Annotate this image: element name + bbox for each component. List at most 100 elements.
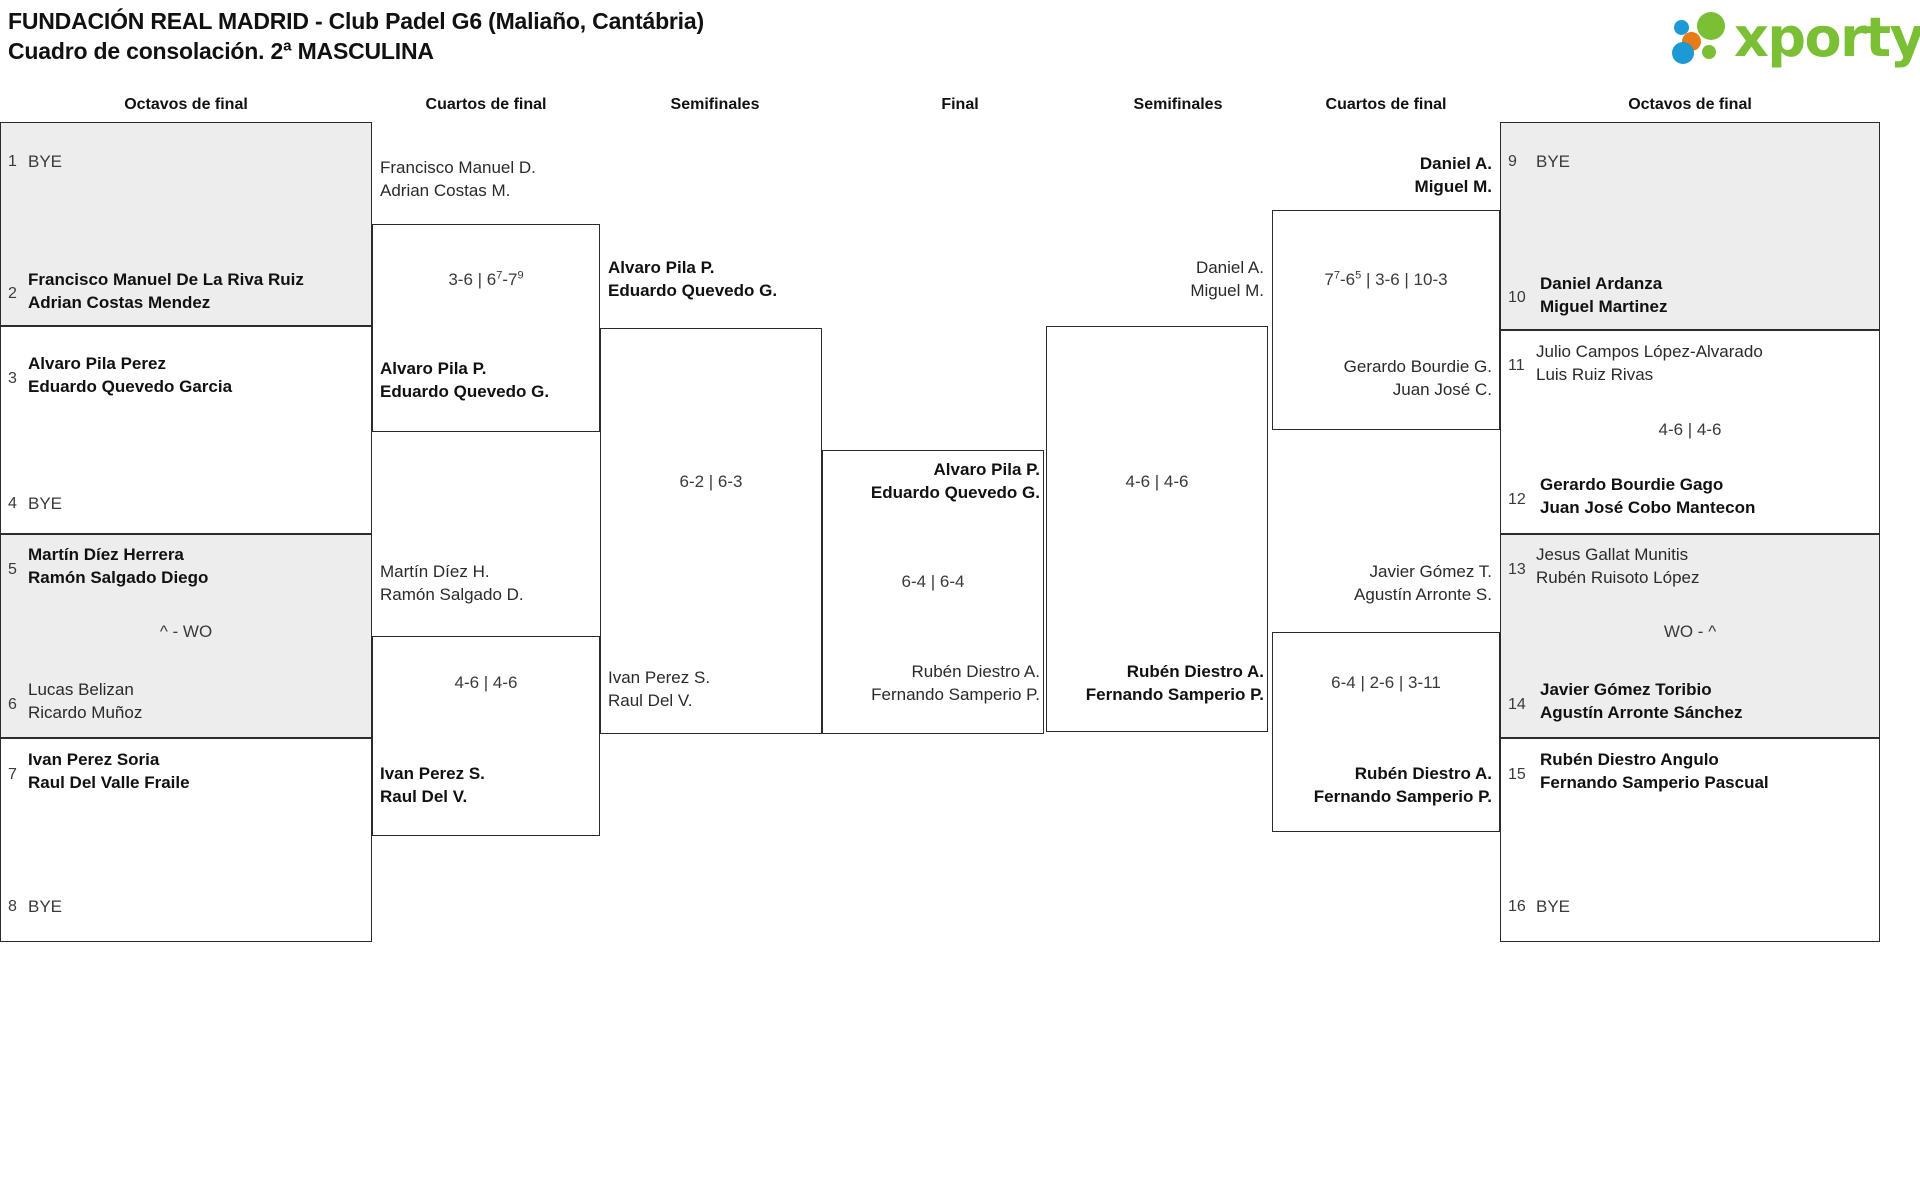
left-r16-player-6-line2: Ricardo Muñoz bbox=[28, 703, 143, 722]
right-qf-match-1[interactable] bbox=[1272, 210, 1500, 430]
left-qf-player-1-line1: Francisco Manuel D. bbox=[380, 158, 536, 177]
final-score: 6-4 | 6-4 bbox=[901, 572, 965, 591]
right-r16-match-2[interactable] bbox=[1500, 330, 1880, 534]
final-match[interactable] bbox=[822, 450, 1044, 734]
column-header-right-semifinals: Semifinales bbox=[1133, 96, 1223, 113]
column-header-final: Final bbox=[941, 96, 979, 113]
xporty-logo: xporty bbox=[1672, 6, 1920, 69]
left-r16-player-3-line2: Eduardo Quevedo Garcia bbox=[28, 377, 233, 396]
right-r16-seed-16: 16 bbox=[1508, 898, 1526, 915]
left-sf-player-1-line2: Eduardo Quevedo G. bbox=[608, 281, 778, 300]
left-r16-player-3-line1: Alvaro Pila Perez bbox=[28, 354, 166, 373]
left-qf-match-1[interactable] bbox=[372, 224, 600, 432]
score-seg: 77 bbox=[1324, 269, 1340, 289]
score-seg: -79 bbox=[502, 269, 524, 289]
right-r16-seed-15: 15 bbox=[1508, 766, 1526, 783]
column-header-right-round16: Octavos de final bbox=[1628, 96, 1752, 113]
right-r16-match-3[interactable] bbox=[1500, 534, 1880, 738]
left-qf-player-3-line2: Ramón Salgado D. bbox=[380, 585, 524, 604]
right-qf-match-2[interactable] bbox=[1272, 632, 1500, 832]
left-r16-score-3: ^ - WO bbox=[159, 622, 213, 641]
right-sf-score: 4-6 | 4-6 bbox=[1125, 472, 1189, 491]
score-seg: | 3-6 | 10-3 bbox=[1361, 270, 1448, 289]
score-seg: 3-6 bbox=[448, 270, 473, 289]
right-r16-seed-11: 11 bbox=[1508, 357, 1525, 374]
left-r16-seed-4: 4 bbox=[8, 495, 17, 512]
left-qf-player-4-line2: Raul Del V. bbox=[380, 787, 468, 806]
column-header-right-quarterfinals: Cuartos de final bbox=[1325, 96, 1447, 113]
left-r16-match-2[interactable] bbox=[0, 326, 372, 534]
left-r16-seed-6: 6 bbox=[8, 696, 17, 713]
right-sf-player-1-line2: Miguel M. bbox=[1190, 281, 1264, 300]
right-sf-player-1-line1: Daniel A. bbox=[1195, 258, 1264, 277]
right-r16-player-14-line1: Javier Gómez Toribio bbox=[1540, 680, 1712, 699]
right-r16-score-3: WO - ^ bbox=[1663, 622, 1717, 641]
right-r16-player-11-line2: Luis Ruiz Rivas bbox=[1536, 365, 1654, 384]
left-qf-player-2-line1: Alvaro Pila P. bbox=[380, 359, 487, 378]
right-qf-player-4-line2: Fernando Samperio P. bbox=[1313, 787, 1492, 806]
left-r16-match-3[interactable] bbox=[0, 534, 372, 738]
left-r16-player-6-line1: Lucas Belizan bbox=[28, 680, 134, 699]
left-r16-match-1[interactable] bbox=[0, 122, 372, 326]
left-r16-player-5-line1: Martín Díez Herrera bbox=[28, 545, 184, 564]
right-sf-player-2-line1: Rubén Diestro A. bbox=[1126, 662, 1264, 681]
right-r16-player-15-line1: Rubén Diestro Angulo bbox=[1540, 750, 1719, 769]
left-r16-match-4[interactable] bbox=[0, 738, 372, 942]
final-player-2-line2: Fernando Samperio P. bbox=[871, 685, 1040, 704]
logo-dot-blue-small bbox=[1674, 20, 1689, 35]
right-r16-player-10-line2: Miguel Martinez bbox=[1540, 297, 1668, 316]
right-r16-player-11-line1: Julio Campos López-Alvarado bbox=[1536, 342, 1763, 361]
right-r16-player-13-line1: Jesus Gallat Munitis bbox=[1536, 545, 1689, 564]
page-title: FUNDACIÓN REAL MADRID - Club Padel G6 (M… bbox=[8, 6, 704, 66]
title-line-2: Cuadro de consolación. 2ª MASCULINA bbox=[8, 38, 434, 64]
logo-dot-blue-large bbox=[1672, 42, 1694, 64]
left-r16-player-7-line2: Raul Del Valle Fraile bbox=[28, 773, 190, 792]
right-r16-player-10-line1: Daniel Ardanza bbox=[1540, 274, 1663, 293]
right-r16-match-1[interactable] bbox=[1500, 122, 1880, 330]
score-seg: 67 bbox=[486, 269, 503, 289]
logo-wordmark: xporty bbox=[1734, 6, 1920, 69]
logo-dot-green-small bbox=[1702, 45, 1716, 59]
right-r16-player-12-line1: Gerardo Bourdie Gago bbox=[1540, 475, 1724, 494]
left-sf-player-2-line1: Ivan Perez S. bbox=[608, 668, 711, 687]
left-qf-player-4-line1: Ivan Perez S. bbox=[380, 764, 485, 783]
right-r16-score-2: 4-6 | 4-6 bbox=[1658, 420, 1722, 439]
right-qf-score-2: 6-4 | 2-6 | 3-11 bbox=[1331, 673, 1441, 692]
score-sep: | bbox=[472, 270, 487, 289]
right-qf-player-3-line1: Javier Gómez T. bbox=[1369, 562, 1492, 581]
right-r16-player-15-line2: Fernando Samperio Pascual bbox=[1540, 773, 1769, 792]
right-qf-player-2-line1: Gerardo Bourdie G. bbox=[1343, 357, 1492, 376]
right-r16-player-12-line2: Juan José Cobo Mantecon bbox=[1540, 498, 1756, 517]
title-line-1: FUNDACIÓN REAL MADRID - Club Padel G6 (M… bbox=[8, 8, 704, 34]
right-r16-player-14-line2: Agustín Arronte Sánchez bbox=[1540, 703, 1743, 722]
right-r16-bye-16: BYE bbox=[1536, 897, 1571, 916]
left-r16-bye-1: BYE bbox=[28, 152, 63, 171]
right-r16-seed-9: 9 bbox=[1508, 153, 1517, 170]
right-qf-player-4-line1: Rubén Diestro A. bbox=[1354, 764, 1492, 783]
left-sf-score: 6-2 | 6-3 bbox=[679, 472, 743, 491]
left-r16-player-2-line2: Adrian Costas Mendez bbox=[28, 293, 211, 312]
left-r16-seed-5: 5 bbox=[8, 561, 17, 578]
left-r16-seed-1: 1 bbox=[8, 153, 17, 170]
left-r16-player-5-line2: Ramón Salgado Diego bbox=[28, 568, 209, 587]
score-seg: -65 bbox=[1340, 269, 1362, 289]
left-r16-bye-8: BYE bbox=[28, 897, 63, 916]
right-sf-match-1[interactable] bbox=[1046, 326, 1268, 732]
left-r16-player-2-line1: Francisco Manuel De La Riva Ruiz bbox=[28, 270, 304, 289]
left-qf-score-2: 4-6 | 4-6 bbox=[454, 673, 518, 692]
left-r16-seed-2: 2 bbox=[8, 285, 17, 302]
left-sf-match-1[interactable] bbox=[600, 328, 822, 734]
column-header-left-quarterfinals: Cuartos de final bbox=[425, 96, 547, 113]
left-r16-bye-4: BYE bbox=[28, 494, 63, 513]
left-qf-player-3-line1: Martín Díez H. bbox=[380, 562, 490, 581]
right-r16-seed-13: 13 bbox=[1508, 561, 1526, 578]
column-header-left-semifinals: Semifinales bbox=[670, 96, 760, 113]
left-qf-player-1-line2: Adrian Costas M. bbox=[380, 181, 511, 200]
right-r16-match-4[interactable] bbox=[1500, 738, 1880, 942]
left-qf-score-1: 3-6 | 67-79 bbox=[372, 270, 600, 290]
right-qf-player-2-line2: Juan José C. bbox=[1392, 380, 1492, 399]
left-qf-match-2[interactable] bbox=[372, 636, 600, 836]
left-sf-player-1-line1: Alvaro Pila P. bbox=[608, 258, 715, 277]
right-qf-player-1-line1: Daniel A. bbox=[1419, 154, 1492, 173]
